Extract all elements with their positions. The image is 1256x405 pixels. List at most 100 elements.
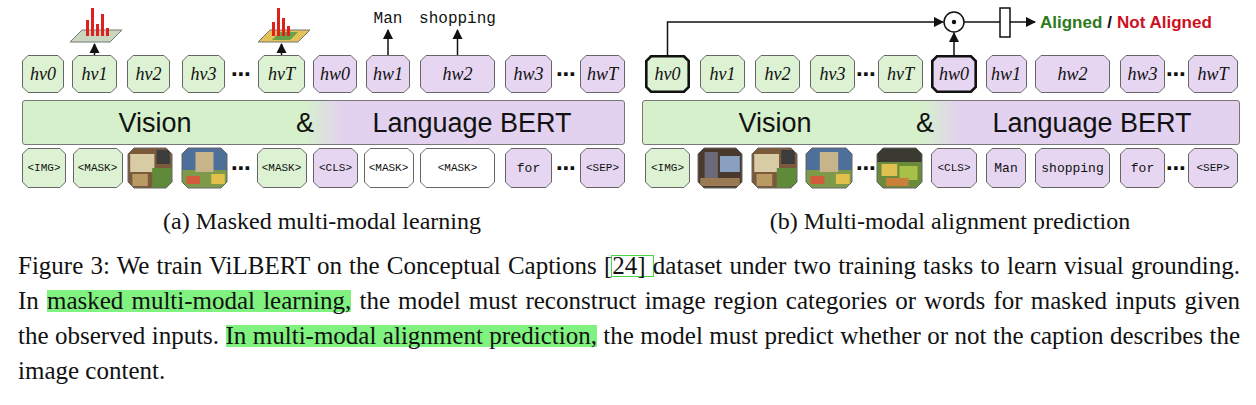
output-arrow [457, 30, 459, 55]
token-text: <CLS> [937, 162, 970, 174]
linear-layer [1000, 8, 1010, 37]
band-title: & [916, 107, 934, 138]
output-arrow [94, 44, 96, 55]
class-histogram-icon [70, 8, 122, 42]
token-text: hw0 [939, 64, 969, 85]
language-output-token: hw3 [505, 55, 552, 93]
token-text: hw2 [1057, 64, 1087, 85]
language-output-token: hwT [580, 55, 625, 93]
not-aligned-label: Not Aligned [1117, 13, 1212, 33]
token-text: <SEP> [586, 162, 619, 174]
token-text: hv1 [710, 64, 736, 85]
language-output-token: hw1 [366, 55, 410, 93]
band-title: & [296, 107, 314, 138]
token-text: for [1131, 161, 1154, 176]
token-text: <SEP> [1196, 162, 1229, 174]
image-region [128, 148, 172, 188]
token-text: <MASK> [369, 162, 409, 174]
token-text: hvT [887, 64, 914, 85]
token-text: hv0 [655, 64, 681, 85]
language-input-token: for [1120, 148, 1165, 188]
token-text: hw1 [991, 64, 1021, 85]
token-text: <MASK> [78, 162, 118, 174]
image-region [752, 148, 797, 188]
vision-output-token: hv1 [72, 55, 117, 93]
language-input-token: for [505, 148, 552, 188]
ellipsis: ⋯ [856, 62, 876, 86]
token-text: hw3 [513, 64, 543, 85]
token-text: hv1 [82, 64, 108, 85]
bert-encoder-band: Vision & Language BERT [642, 100, 1240, 145]
language-output-token: hwT [1188, 55, 1238, 93]
vision-output-token: hv3 [182, 55, 225, 93]
language-input-token: shopping [1035, 148, 1110, 188]
image-region [877, 148, 922, 188]
token-text: hvT [268, 64, 295, 85]
classifier-arrow [1010, 21, 1035, 23]
token-text: hv2 [765, 64, 791, 85]
masked-word-token: <MASK> [420, 148, 495, 188]
language-output-token: hw2 [1035, 55, 1110, 93]
token-text: <IMG> [27, 162, 60, 174]
token-text: hw3 [1127, 64, 1157, 85]
output-arrow [387, 30, 389, 55]
token-text: hv2 [136, 64, 162, 85]
image-region [182, 148, 227, 188]
language-input-token: <SEP> [1188, 148, 1238, 188]
pooled-vision-line [668, 22, 944, 55]
band-title: Language BERT [372, 107, 571, 138]
token-text: hwT [587, 64, 618, 85]
class-histogram-icon [258, 8, 310, 42]
token-text: hv0 [30, 64, 56, 85]
ellipsis: ⋯ [231, 156, 251, 180]
vision-output-token: hv3 [810, 55, 855, 93]
product-symbol-dot [952, 20, 956, 24]
product-symbol [944, 12, 964, 32]
ellipsis: ⋯ [856, 156, 876, 180]
language-input-token: Man [986, 148, 1026, 188]
vision-output-token: hv0 [645, 55, 690, 93]
language-output-token: hw1 [986, 55, 1027, 93]
band-title: Language BERT [992, 107, 1191, 138]
vision-output-token: hv1 [700, 55, 745, 93]
band-title: Vision [118, 107, 191, 138]
token-text: shopping [1041, 161, 1103, 176]
language-output-token: hw2 [420, 55, 495, 93]
separator: / [1107, 13, 1112, 33]
masked-word-token: <MASK> [364, 148, 414, 188]
aligned-label: Aligned [1040, 13, 1102, 33]
language-input-token: <SEP> [580, 148, 625, 188]
ellipsis: ⋯ [556, 156, 576, 180]
image-region [806, 148, 852, 188]
image-region [698, 148, 742, 188]
vision-input-token: <MASK> [73, 148, 123, 188]
subfigure-caption: (b) Multi-modal alignment prediction [770, 208, 1131, 235]
vision-output-token: hv2 [127, 55, 170, 93]
vision-input-token: <IMG> [22, 148, 66, 188]
ellipsis: ⋯ [1166, 62, 1186, 86]
band-title: Vision [738, 107, 811, 138]
token-text: hv3 [820, 64, 846, 85]
ellipsis: ⋯ [231, 62, 251, 86]
token-text: hw2 [442, 64, 472, 85]
figure-caption: Figure 3: We train ViLBERT on the Concep… [18, 248, 1240, 388]
language-output-token: hw0 [313, 55, 357, 93]
token-text: <CLS> [319, 162, 352, 174]
vision-input-token: <IMG> [645, 148, 690, 188]
vision-input-token: <MASK> [257, 148, 307, 188]
predicted-word: Man [374, 10, 403, 28]
pooled-text-line [953, 33, 955, 55]
language-input-token: <CLS> [931, 148, 977, 188]
token-text: hv3 [191, 64, 217, 85]
bert-encoder-band: Vision & Language BERT [22, 100, 625, 145]
language-output-token: hw3 [1120, 55, 1165, 93]
vision-output-token: hv0 [22, 55, 64, 93]
language-output-token: hw0 [931, 55, 977, 93]
token-text: Man [994, 161, 1017, 176]
vision-output-token: hvT [258, 55, 305, 93]
predicted-word: shopping [419, 10, 496, 28]
ellipsis: ⋯ [1166, 156, 1186, 180]
token-text: hw0 [320, 64, 350, 85]
figure-caption-box: Figure 3: We train ViLBERT on the Concep… [18, 248, 1240, 388]
